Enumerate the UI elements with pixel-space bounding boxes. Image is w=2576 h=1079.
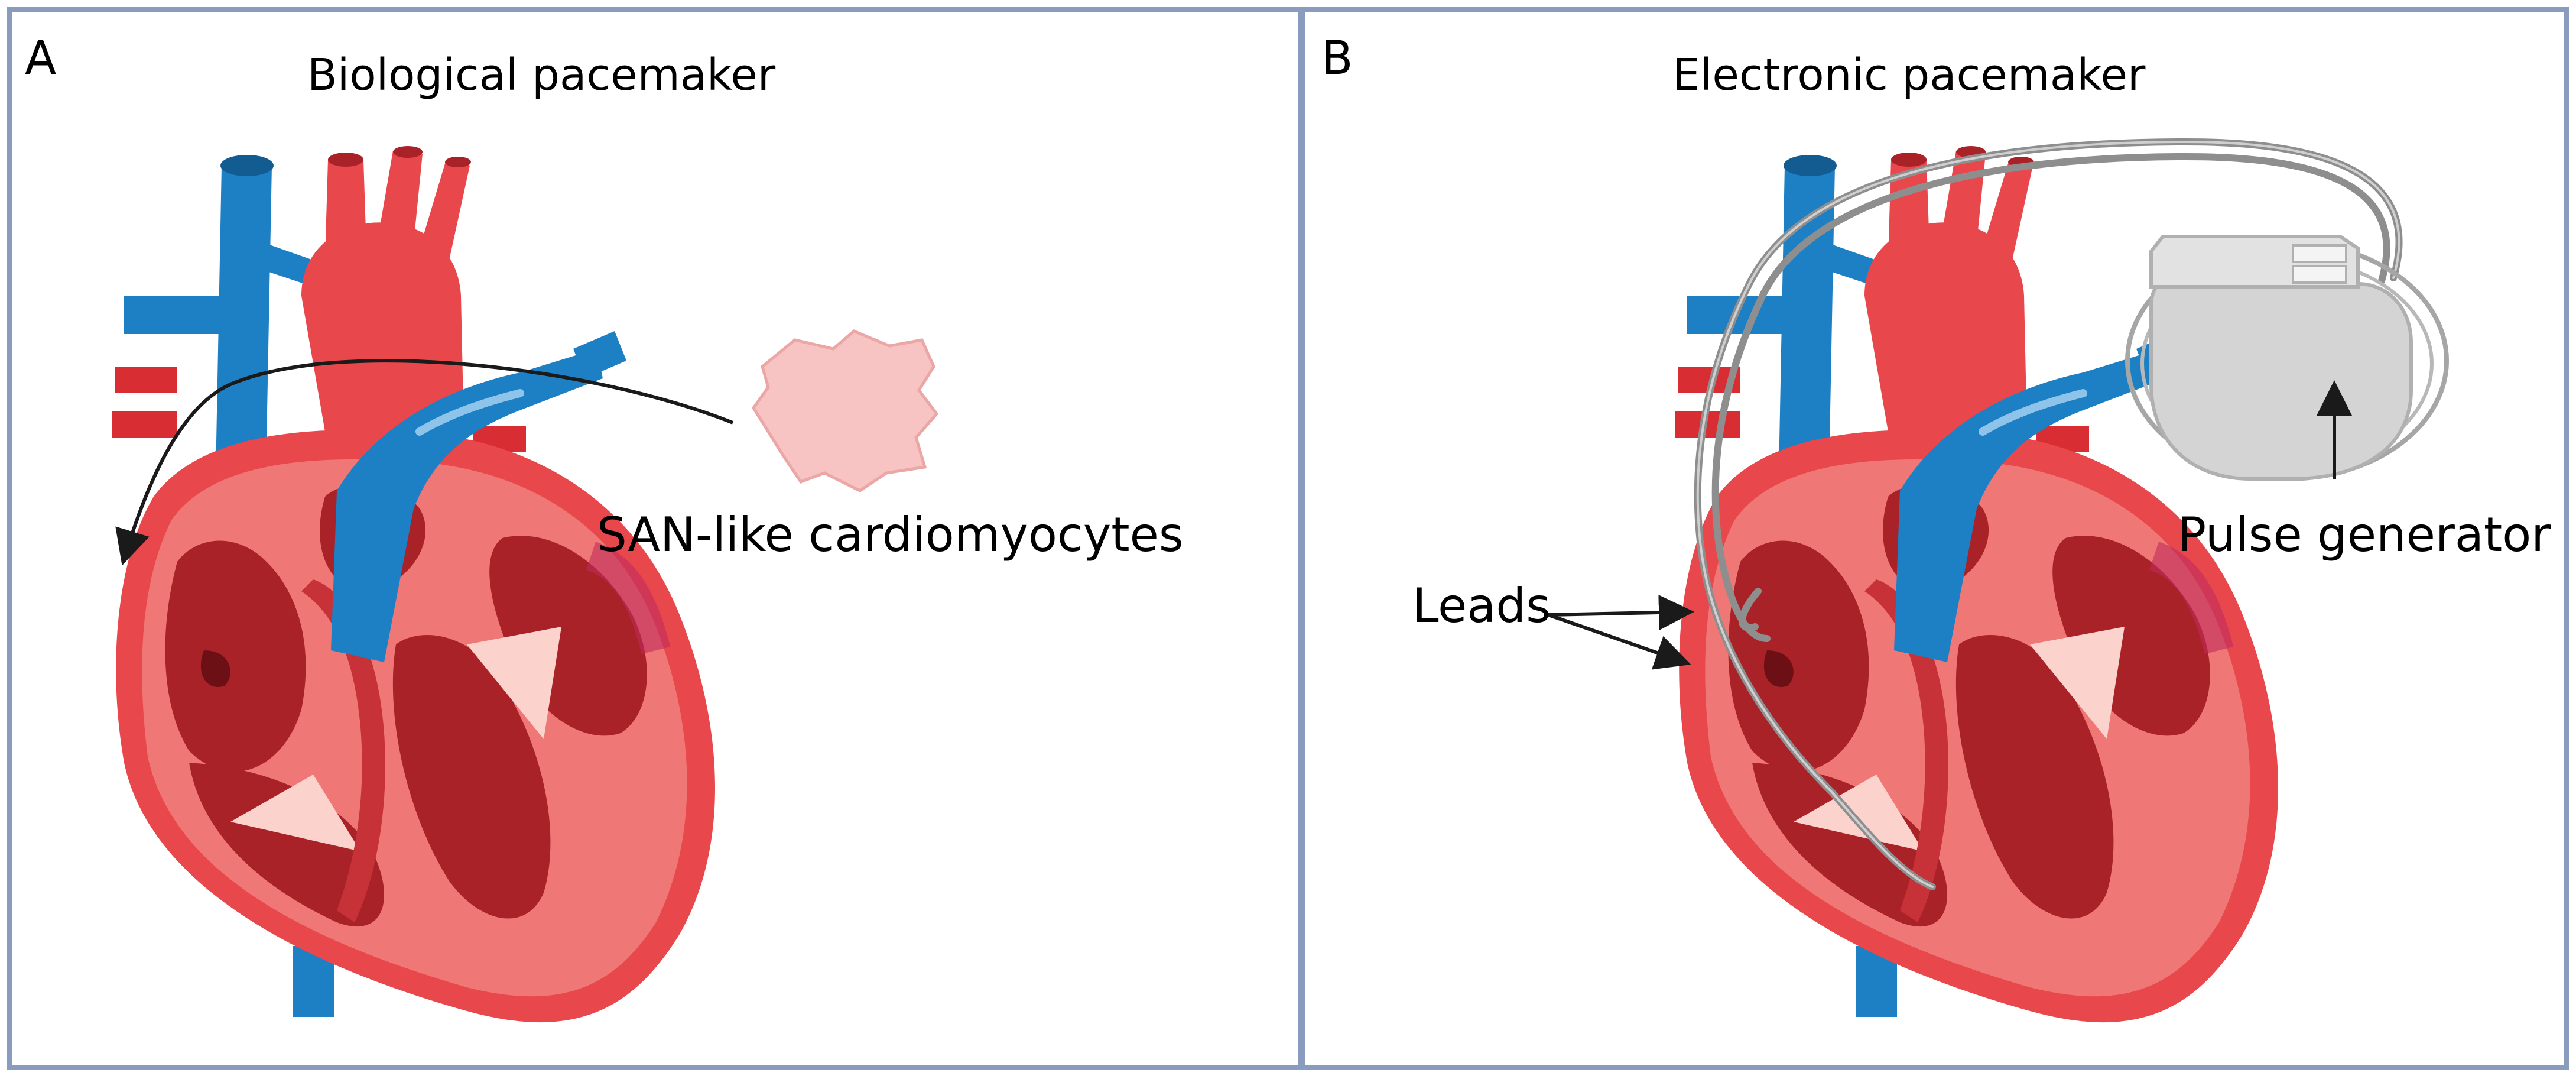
san-cell-label: SAN-like cardiomyocytes — [597, 507, 1184, 562]
pulse-generator-device — [2125, 235, 2449, 481]
panel-a-title: Biological pacemaker — [307, 50, 776, 101]
leads-arrow-upper — [1548, 595, 1694, 631]
panel-b-letter: B — [1321, 32, 1353, 85]
panel-b — [1300, 7, 2569, 1070]
cell-delivery-arrow — [115, 359, 734, 566]
pacemaker-leads — [1694, 138, 2403, 890]
san-cell-cluster — [751, 329, 939, 492]
panel-a-letter: A — [25, 32, 57, 85]
pulse-generator-label: Pulse generator — [2178, 507, 2551, 562]
leads-arrow-lower — [1548, 613, 1691, 670]
panel-b-title: Electronic pacemaker — [1672, 50, 2146, 101]
leads-label: Leads — [1412, 578, 1551, 633]
